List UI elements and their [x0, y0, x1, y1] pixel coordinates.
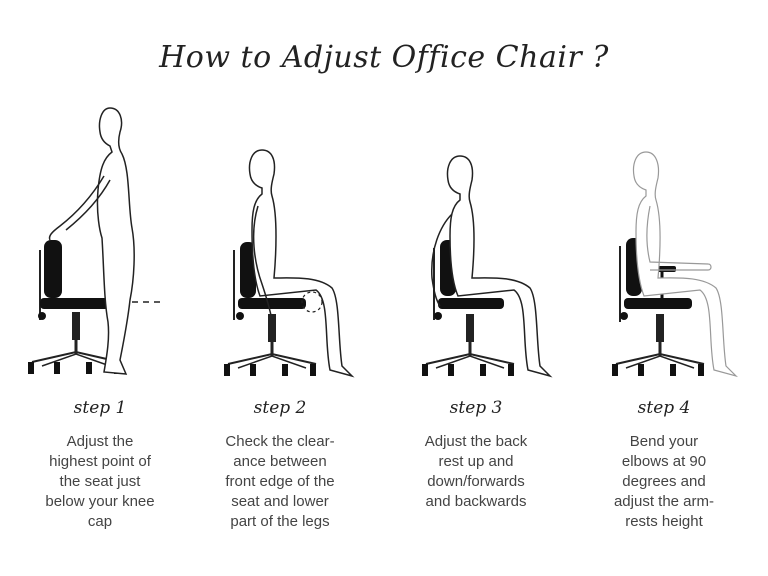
- description-line: down/forwards: [427, 473, 525, 490]
- description-line: Adjust the: [66, 433, 134, 450]
- step-4-label: step 4: [637, 398, 691, 418]
- figure-step-3: [420, 155, 553, 378]
- description-line: degrees and: [622, 473, 706, 490]
- description-line: adjust the arm-: [613, 493, 715, 510]
- figure-step-2: [222, 149, 355, 378]
- step-1-label: step 1: [73, 398, 127, 418]
- description-line: highest point of: [49, 453, 151, 470]
- description-line: below your knee: [45, 493, 155, 510]
- description-line: and backwards: [425, 493, 527, 510]
- description-line: Bend your: [629, 433, 699, 450]
- description-line: seat and lower: [231, 493, 329, 510]
- description-line: ance between: [233, 453, 327, 470]
- description-line: cap: [87, 513, 113, 530]
- description-line: rests height: [625, 513, 703, 530]
- step-3-label: step 3: [449, 398, 503, 418]
- description-line: elbows at 90: [621, 453, 707, 470]
- step-4-description: Bend your elbows at 90 degrees and adjus…: [584, 432, 744, 532]
- step-2-label: step 2: [253, 398, 307, 418]
- description-line: front edge of the: [225, 473, 335, 490]
- step-3-description: Adjust the back rest up and down/forward…: [396, 432, 556, 512]
- step-1-description: Adjust the highest point of the seat jus…: [20, 432, 180, 532]
- description-line: part of the legs: [230, 513, 330, 530]
- description-line: Adjust the back: [424, 433, 528, 450]
- step-2-description: Check the clear- ance between front edge…: [200, 432, 360, 532]
- page-title: How to Adjust Office Chair ?: [159, 40, 609, 75]
- description-line: the seat just: [59, 473, 141, 490]
- description-line: rest up and: [438, 453, 514, 470]
- figure-step-4: [610, 151, 739, 378]
- description-line: Check the clear-: [225, 433, 335, 450]
- figure-step-1: [26, 107, 160, 376]
